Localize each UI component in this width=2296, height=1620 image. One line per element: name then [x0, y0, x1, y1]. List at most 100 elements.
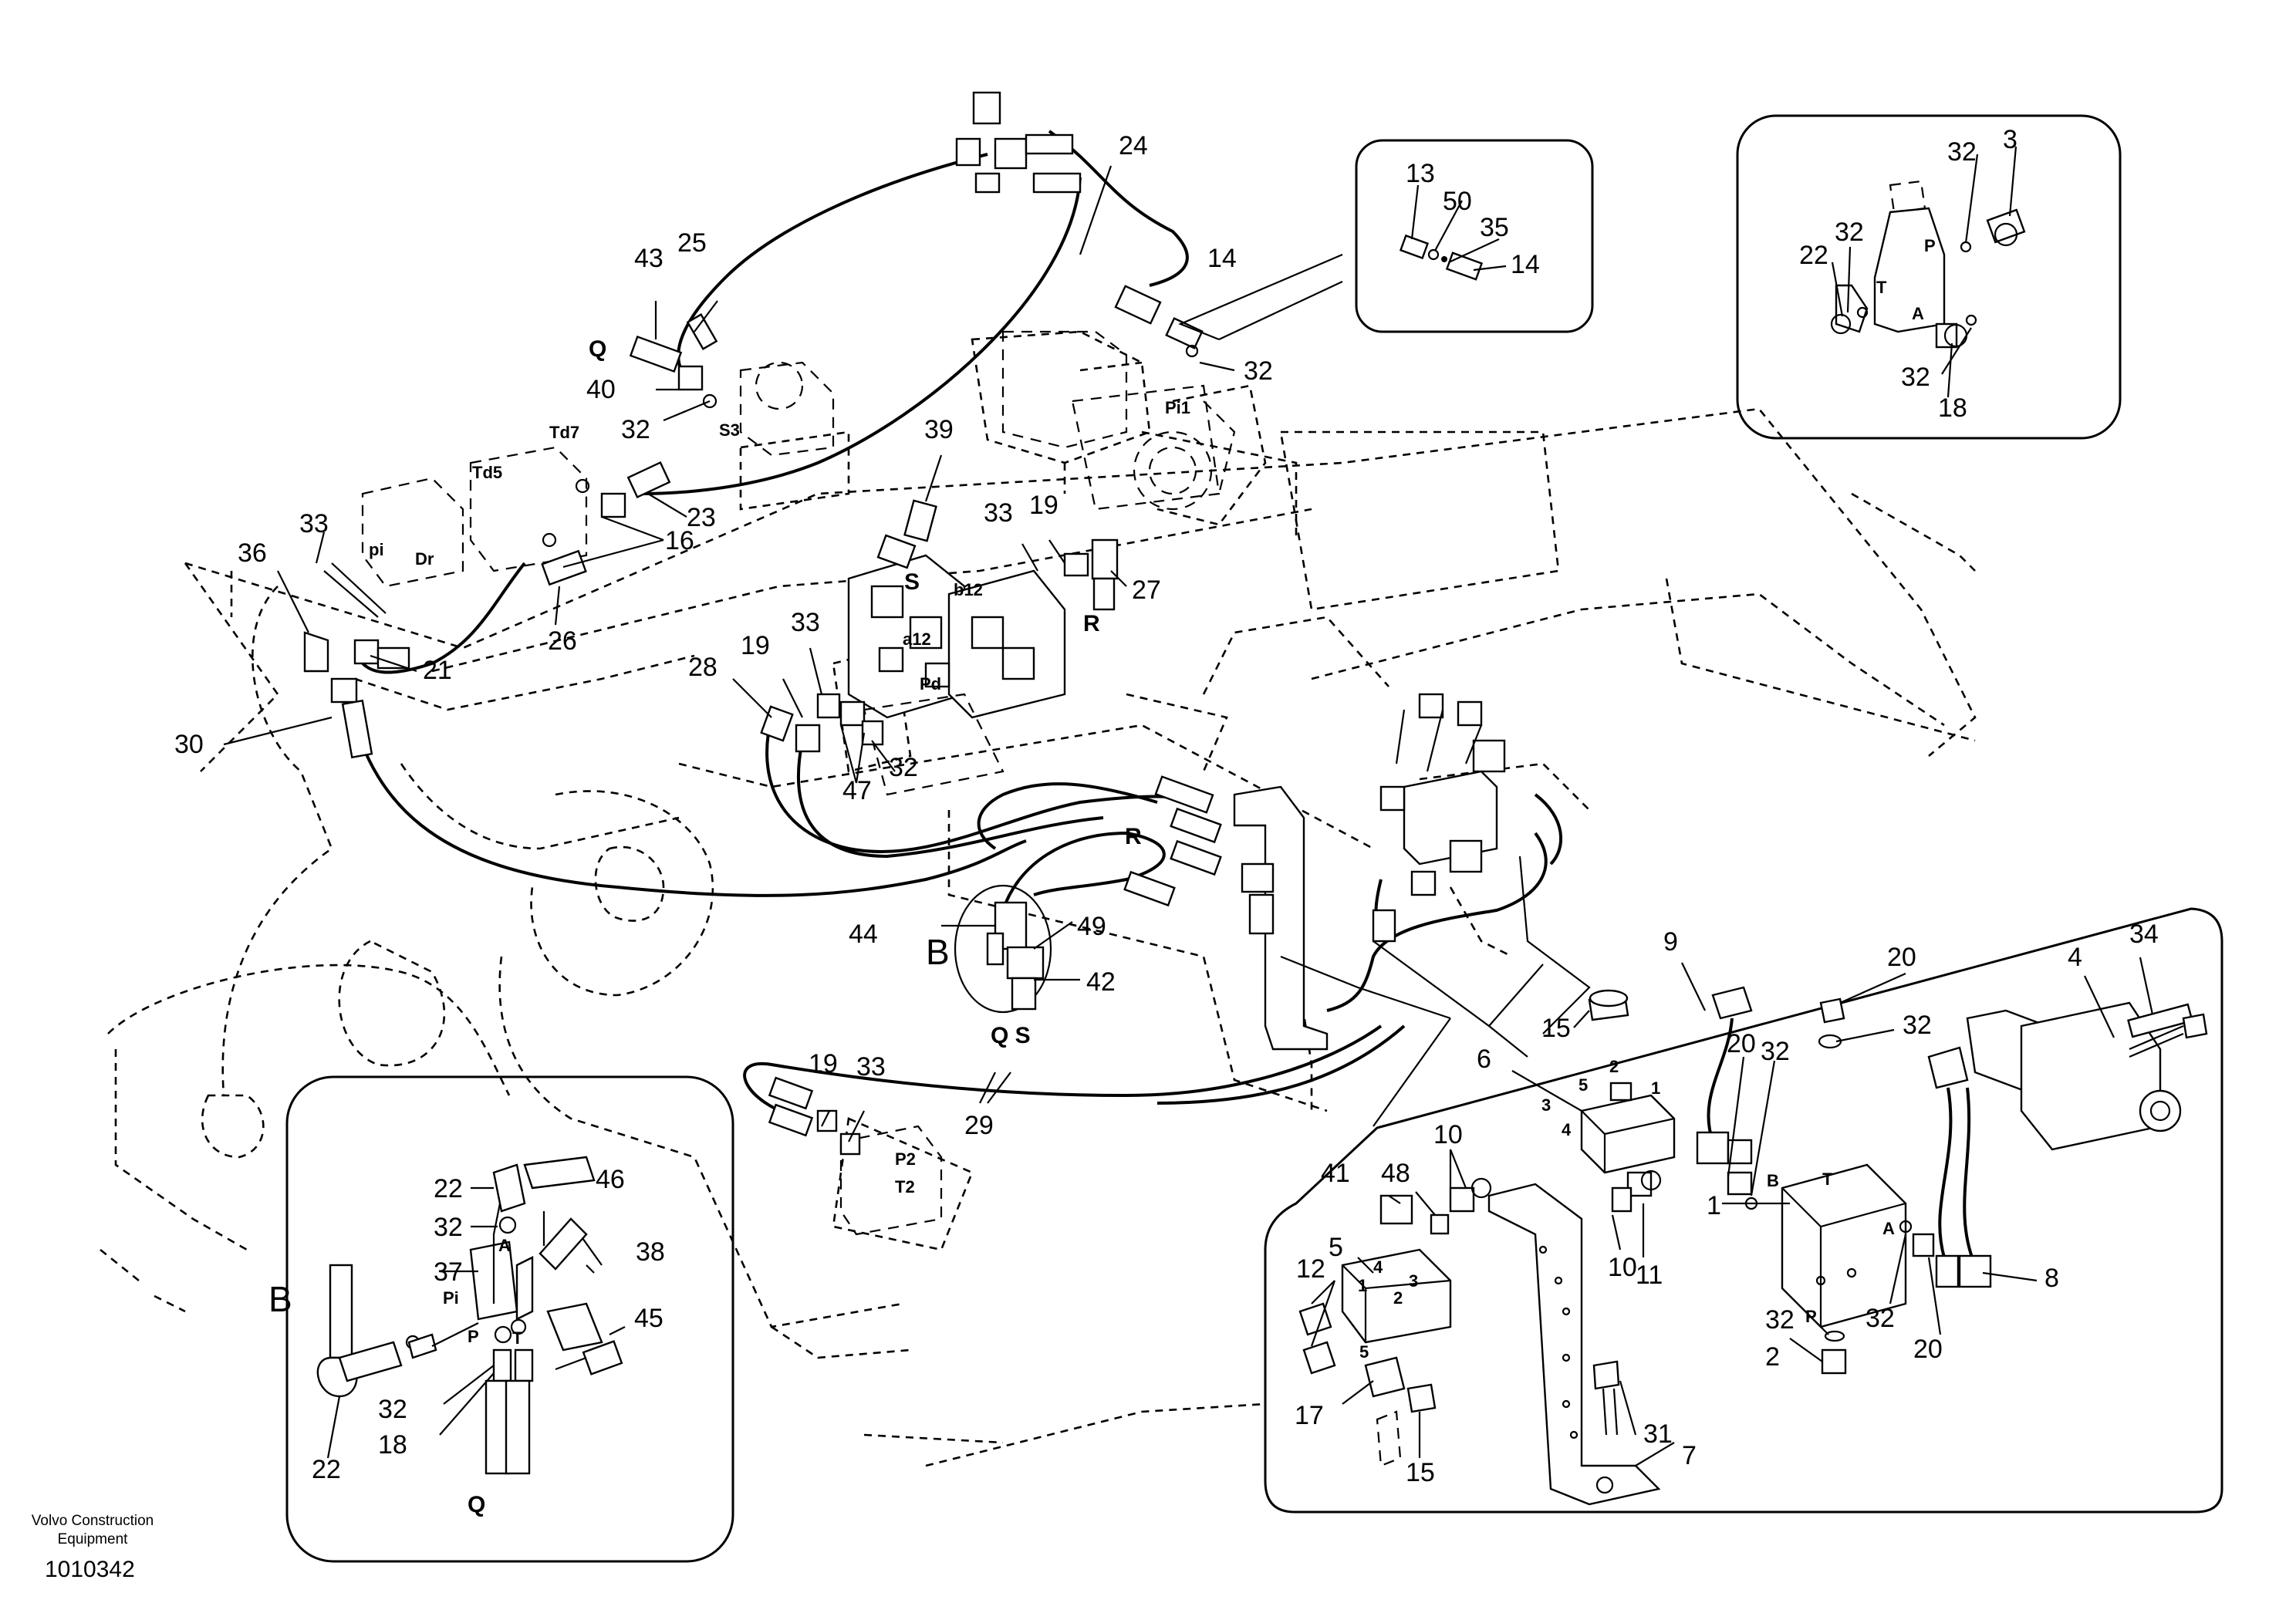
callout-22-tr: 22 — [1799, 241, 1828, 270]
callout-21: 21 — [423, 656, 452, 685]
callout-8: 8 — [2044, 1264, 2059, 1293]
detail-box-fitting — [1355, 139, 1594, 333]
brand-label: Volvo Construction Equipment — [15, 1512, 170, 1549]
detail-box-bottom-right — [1264, 907, 2223, 1514]
label-4-a: 4 — [1562, 1120, 1572, 1139]
callout-32-tr-b: 32 — [1835, 218, 1864, 247]
callout-35: 35 — [1480, 213, 1509, 242]
label-1-a: 1 — [1651, 1078, 1660, 1098]
label-t-tr: T — [1876, 278, 1887, 297]
label-p2: P2 — [895, 1149, 916, 1169]
callout-47: 47 — [842, 776, 872, 805]
callout-37: 37 — [434, 1257, 463, 1287]
callout-24: 24 — [1119, 131, 1148, 160]
callout-40: 40 — [586, 375, 616, 404]
callout-23: 23 — [687, 503, 716, 532]
label-qs: Q S — [991, 1023, 1031, 1048]
callout-42: 42 — [1086, 967, 1116, 997]
callout-32-br-c: 32 — [1765, 1305, 1795, 1335]
callout-19-b: 19 — [741, 631, 770, 660]
callout-32-b-b: 32 — [378, 1395, 407, 1424]
callout-15-b: 15 — [1406, 1458, 1435, 1487]
detail-b-parts — [316, 1156, 626, 1475]
callout-30: 30 — [174, 730, 204, 759]
callout-9: 9 — [1663, 927, 1678, 957]
machine-outline — [100, 330, 1977, 1467]
callout-32-c: 32 — [1244, 356, 1273, 386]
callout-14: 14 — [1207, 244, 1237, 273]
label-dr: Dr — [415, 549, 434, 569]
label-t2: T2 — [895, 1177, 915, 1196]
callout-32-tr-c: 32 — [1901, 363, 1930, 392]
detail-fitting-parts — [1399, 184, 1507, 281]
callout-33-a: 33 — [299, 509, 329, 538]
callout-46: 46 — [596, 1165, 625, 1194]
label-p-b: P — [468, 1327, 479, 1346]
callout-32-b-a: 32 — [434, 1213, 463, 1242]
callout-43: 43 — [634, 244, 663, 273]
detail-bottom-right-callouts: 9 20 4 34 15 6 2 5 3 1 4 32 20 32 10 48 … — [1295, 920, 2159, 1487]
callout-17: 17 — [1295, 1401, 1324, 1430]
label-b-view: B — [926, 932, 950, 972]
label-pi: pi — [369, 540, 384, 559]
callout-28: 28 — [688, 653, 718, 682]
label-5-a: 5 — [1578, 1075, 1588, 1095]
callout-32-br-a: 32 — [1903, 1011, 1932, 1040]
callout-33-c: 33 — [791, 608, 820, 637]
callout-39: 39 — [924, 415, 954, 444]
detail-box-top-right — [1736, 114, 2122, 440]
callout-32-br-d: 32 — [1866, 1304, 1895, 1333]
callout-33-b: 33 — [984, 498, 1013, 528]
label-r-mid: R — [1125, 824, 1142, 849]
label-b12: b12 — [954, 580, 983, 599]
drawing-number: 1010342 — [45, 1557, 135, 1582]
label-3-a: 3 — [1541, 1095, 1551, 1115]
callout-14-detail: 14 — [1511, 250, 1540, 279]
callout-19-c: 19 — [809, 1049, 838, 1078]
callout-25: 25 — [677, 228, 707, 258]
label-t-br: T — [1822, 1169, 1833, 1189]
main-components — [303, 91, 1506, 1236]
label-1-b: 1 — [1358, 1276, 1367, 1295]
detail-top-right-callouts: 32 3 22 32 P T A 32 18 — [1799, 125, 2017, 423]
leader-lines-main — [223, 165, 1544, 1142]
detail-b-callouts: 22 46 32 A 37 38 Pi B P T 45 32 18 22 Q — [268, 1165, 665, 1517]
label-4-b: 4 — [1373, 1257, 1383, 1277]
callout-29: 29 — [964, 1111, 994, 1140]
label-pi-b: Pi — [443, 1288, 459, 1308]
callout-11: 11 — [1636, 1261, 1663, 1290]
callout-10-b: 10 — [1608, 1253, 1637, 1282]
callout-44: 44 — [849, 920, 878, 949]
label-a-br: A — [1882, 1219, 1895, 1238]
callout-4: 4 — [2068, 943, 2082, 972]
label-q-b: Q — [468, 1492, 485, 1517]
callout-2: 2 — [1765, 1342, 1780, 1372]
callout-22-b-b: 22 — [312, 1455, 341, 1484]
callout-32-b: 32 — [889, 753, 918, 782]
callout-19-a: 19 — [1029, 491, 1059, 520]
label-a-b: A — [498, 1236, 511, 1255]
main-callouts: 24 25 43 Q 40 32 S3 Td7 Td5 pi Dr 39 23 … — [174, 131, 1273, 1196]
callout-20-a: 20 — [1887, 943, 1916, 972]
callout-20-b: 20 — [1727, 1029, 1756, 1058]
callout-5: 5 — [1329, 1233, 1343, 1262]
callout-38: 38 — [636, 1237, 665, 1267]
callout-31: 31 — [1643, 1419, 1673, 1449]
callout-3: 3 — [2003, 125, 2017, 154]
label-t-b: T — [512, 1328, 523, 1348]
label-a12: a12 — [903, 629, 931, 649]
callout-45: 45 — [634, 1304, 663, 1333]
callout-34: 34 — [2129, 920, 2159, 949]
brand-line-1: Volvo Construction — [31, 1513, 154, 1529]
callout-50: 50 — [1443, 187, 1472, 216]
label-p-tr: P — [1924, 236, 1936, 255]
label-td5: Td5 — [472, 463, 502, 482]
callout-15-a: 15 — [1541, 1014, 1571, 1043]
callout-32-tr-a: 32 — [1947, 137, 1977, 167]
label-td7: Td7 — [549, 423, 579, 442]
label-5-b: 5 — [1359, 1342, 1369, 1362]
callout-22-b-a: 22 — [434, 1174, 463, 1203]
label-q-top: Q — [589, 336, 606, 362]
callout-12: 12 — [1296, 1254, 1325, 1284]
